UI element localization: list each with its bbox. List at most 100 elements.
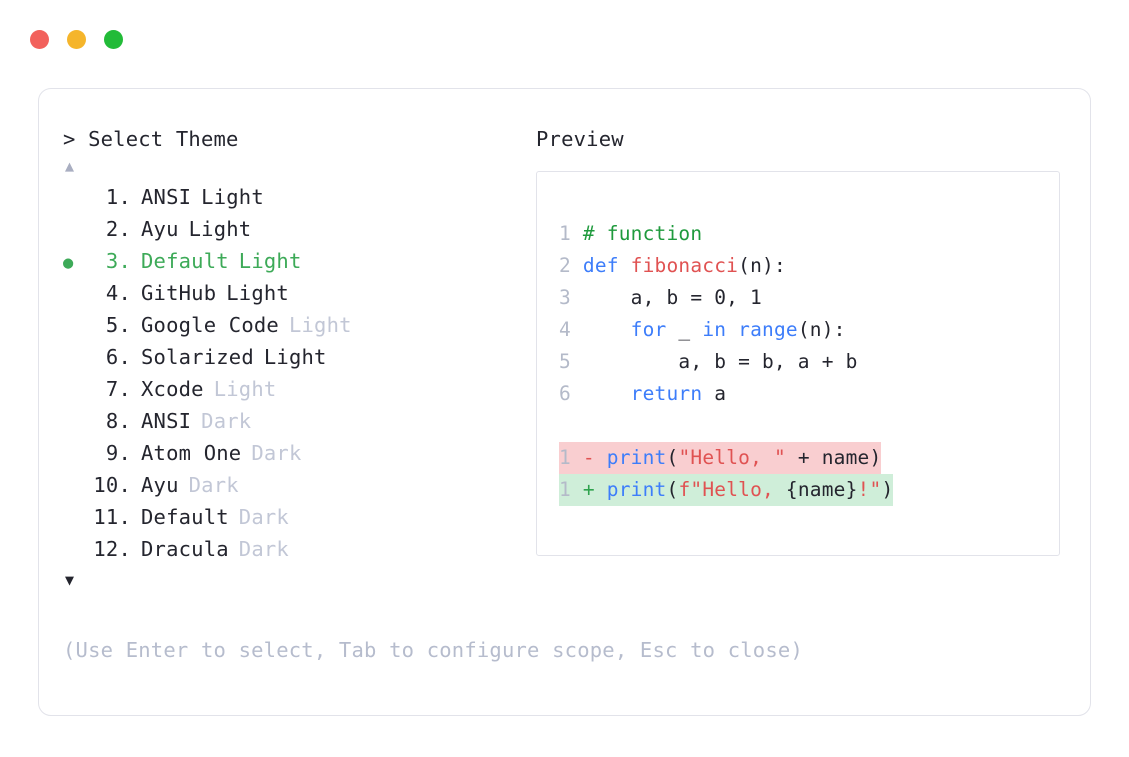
theme-item-variant: Light	[213, 377, 277, 401]
code-token-plain: _	[666, 318, 703, 341]
theme-item-number: 11.	[93, 505, 131, 529]
theme-item-variant: Dark	[251, 441, 302, 465]
diff-line-del: 1 - print("Hello, " + name)	[559, 442, 882, 474]
theme-item-variant: Light	[288, 313, 352, 337]
theme-item-number: 6.	[105, 345, 131, 369]
diff-row: 1 - print("Hello, " + name)	[559, 442, 893, 474]
line-number: 3	[559, 286, 583, 309]
diff-row: 1 + print(f"Hello, {name}!")	[559, 474, 894, 506]
theme-item-number: 12.	[93, 537, 131, 561]
theme-item-variant: Light	[238, 249, 302, 273]
keyboard-hint-text: (Use Enter to select, Tab to configure s…	[63, 638, 803, 662]
theme-item-number: 5.	[105, 313, 131, 337]
theme-item-variant: Light	[226, 281, 289, 305]
preview-label: Preview	[536, 127, 624, 151]
theme-list-item[interactable]: 7. Xcode Light	[63, 373, 523, 405]
theme-list-item[interactable]: 10. Ayu Dark	[63, 469, 523, 501]
code-token-plain	[583, 382, 631, 405]
code-token-plain: a, b = 0, 1	[582, 286, 762, 309]
code-token-plain	[583, 318, 631, 341]
theme-list-item[interactable]: 4. GitHub Light	[63, 277, 523, 309]
theme-item-name: Ayu	[141, 473, 179, 497]
theme-item-number: 3.	[105, 249, 131, 273]
code-token-string: "Hello, "	[678, 446, 786, 469]
theme-item-name: Google Code	[141, 313, 279, 337]
line-number: 1	[559, 478, 583, 501]
code-token-plain: (	[666, 446, 679, 469]
diff-line-add: 1 + print(f"Hello, {name}!")	[559, 474, 894, 506]
line-number: 1	[559, 222, 583, 245]
theme-item-number: 4.	[105, 281, 131, 305]
code-token-keyword: print	[606, 478, 667, 501]
line-number: 1	[559, 446, 583, 469]
code-token-plain: (n):	[797, 318, 846, 341]
theme-item-number: 10.	[93, 473, 131, 497]
code-token-plain: a, b = b, a + b	[582, 350, 858, 373]
theme-item-name: ANSI	[141, 409, 192, 433]
code-spacer	[559, 410, 893, 442]
theme-item-name: Default	[141, 249, 229, 273]
code-token-comment: # function	[582, 222, 703, 245]
theme-item-number: 7.	[105, 377, 131, 401]
code-token-func: fibonacci	[630, 254, 739, 277]
code-token-string: f"Hello,	[678, 478, 786, 501]
scroll-down-arrow-icon[interactable]: ▼	[65, 571, 75, 589]
line-number: 6	[559, 382, 583, 405]
theme-list-item[interactable]: 8. ANSI Dark	[63, 405, 523, 437]
close-window-dot[interactable]	[30, 30, 49, 49]
theme-item-number: 2.	[105, 217, 131, 241]
code-token-string: !"	[857, 478, 882, 501]
code-token-plain: + name)	[785, 446, 882, 469]
maximize-window-dot[interactable]	[104, 30, 123, 49]
theme-list-item[interactable]: 6. Solarized Light	[63, 341, 523, 373]
theme-item-variant: Light	[188, 217, 252, 241]
code-line: 2 def fibonacci(n):	[559, 250, 893, 282]
code-line: 3 a, b = 0, 1	[559, 282, 893, 314]
code-token-plain: a	[702, 382, 727, 405]
diff-block: 1 - print("Hello, " + name)1 + print(f"H…	[559, 442, 894, 506]
theme-item-name: Ayu	[141, 217, 179, 241]
code-token-plain: (	[666, 478, 679, 501]
theme-item-variant: Dark	[201, 409, 252, 433]
theme-list-item[interactable]: 9. Atom One Dark	[63, 437, 523, 469]
code-token-keyword: def	[582, 254, 631, 277]
code-token-plain: {name}	[785, 478, 858, 501]
theme-list-item[interactable]: 12. Dracula Dark	[63, 533, 523, 565]
theme-item-number: 8.	[105, 409, 131, 433]
code-token-keyword: print	[606, 446, 667, 469]
theme-item-name: Xcode	[141, 377, 204, 401]
code-token-keyword: in range	[702, 318, 798, 341]
line-number: 5	[559, 350, 583, 373]
theme-item-variant: Light	[263, 345, 327, 369]
window-titlebar	[30, 30, 123, 49]
theme-item-number: 9.	[105, 441, 131, 465]
theme-item-variant: Light	[201, 185, 264, 209]
code-token-keyword: for	[630, 318, 667, 341]
code-line: 5 a, b = b, a + b	[559, 346, 893, 378]
theme-item-name: ANSI	[141, 185, 192, 209]
theme-item-variant: Dark	[238, 537, 289, 561]
theme-item-name: GitHub	[141, 281, 217, 305]
theme-item-name: Dracula	[141, 537, 229, 561]
theme-list-item[interactable]: 2. Ayu Light	[63, 213, 523, 245]
theme-item-name: Solarized	[141, 345, 254, 369]
theme-item-variant: Dark	[188, 473, 239, 497]
diff-marker-del: -	[582, 446, 607, 469]
line-number: 2	[559, 254, 583, 277]
theme-item-name: Atom One	[141, 441, 242, 465]
theme-list-item[interactable]: 5. Google Code Light	[63, 309, 523, 341]
code-token-keyword: return	[630, 382, 703, 405]
minimize-window-dot[interactable]	[67, 30, 86, 49]
code-line: 4 for _ in range(n):	[559, 314, 893, 346]
theme-item-variant: Dark	[238, 505, 289, 529]
scroll-up-arrow-icon[interactable]: ▲	[65, 157, 75, 175]
diff-marker-add: +	[582, 478, 607, 501]
